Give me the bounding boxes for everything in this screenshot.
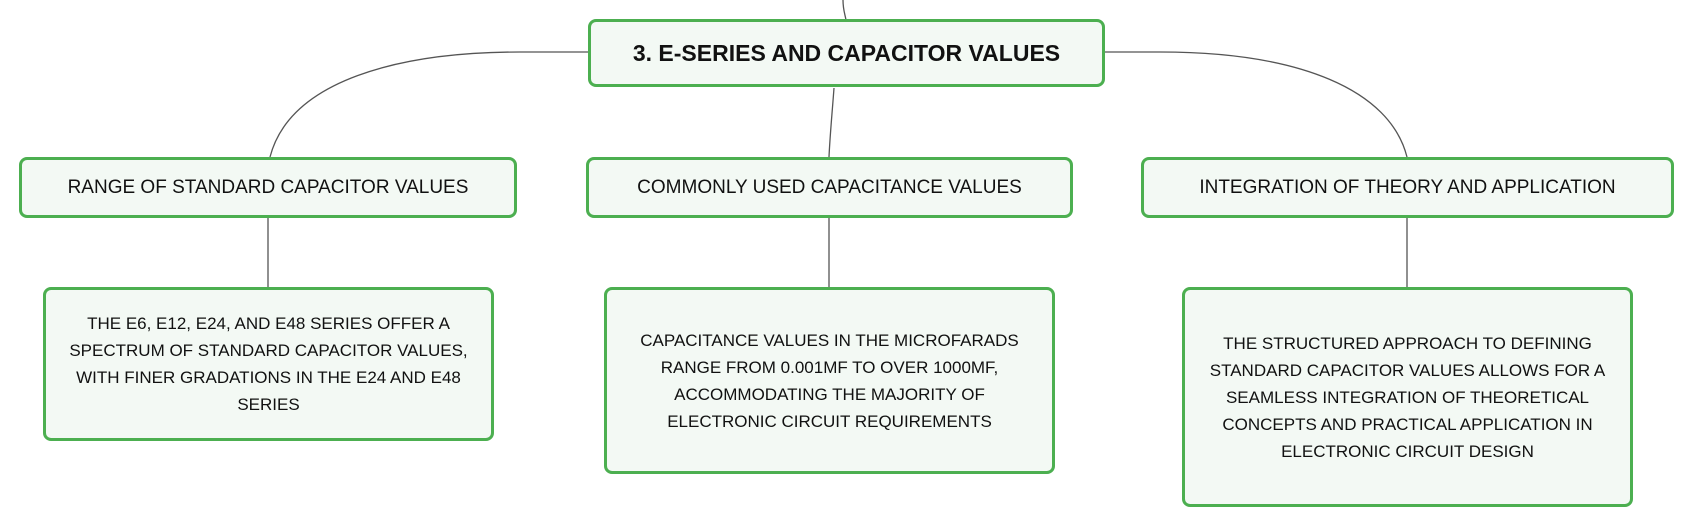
branch-node-range: RANGE OF STANDARD CAPACITOR VALUES [19, 157, 517, 218]
branch-node-label: INTEGRATION OF THEORY AND APPLICATION [1199, 176, 1616, 198]
branch-node-common-values: COMMONLY USED CAPACITANCE VALUES [586, 157, 1073, 218]
branch-node-label: COMMONLY USED CAPACITANCE VALUES [637, 176, 1022, 198]
root-node-label: 3. E-SERIES AND CAPACITOR VALUES [632, 39, 1061, 66]
detail-node-range: THE E6, E12, E24, AND E48 SERIES OFFER A… [43, 287, 494, 441]
connector-root-to-branch-1 [269, 51, 590, 158]
detail-node-integration: THE STRUCTURED APPROACH TO DEFINING STAN… [1182, 287, 1633, 507]
detail-node-text: THE STRUCTURED APPROACH TO DEFINING STAN… [1209, 333, 1606, 461]
connector-parent-to-root [842, 0, 847, 21]
detail-node-text: THE E6, E12, E24, AND E48 SERIES OFFER A… [69, 314, 468, 414]
root-node: 3. E-SERIES AND CAPACITOR VALUES [588, 19, 1105, 87]
connector-root-to-branch-3 [1103, 51, 1408, 158]
detail-node-text: CAPACITANCE VALUES IN THE MICROFARADS RA… [640, 330, 1019, 431]
branch-node-label: RANGE OF STANDARD CAPACITOR VALUES [67, 176, 469, 198]
branch-node-integration: INTEGRATION OF THEORY AND APPLICATION [1141, 157, 1674, 218]
connector-root-to-branch-2 [828, 87, 835, 158]
detail-node-common-values: CAPACITANCE VALUES IN THE MICROFARADS RA… [604, 287, 1055, 474]
